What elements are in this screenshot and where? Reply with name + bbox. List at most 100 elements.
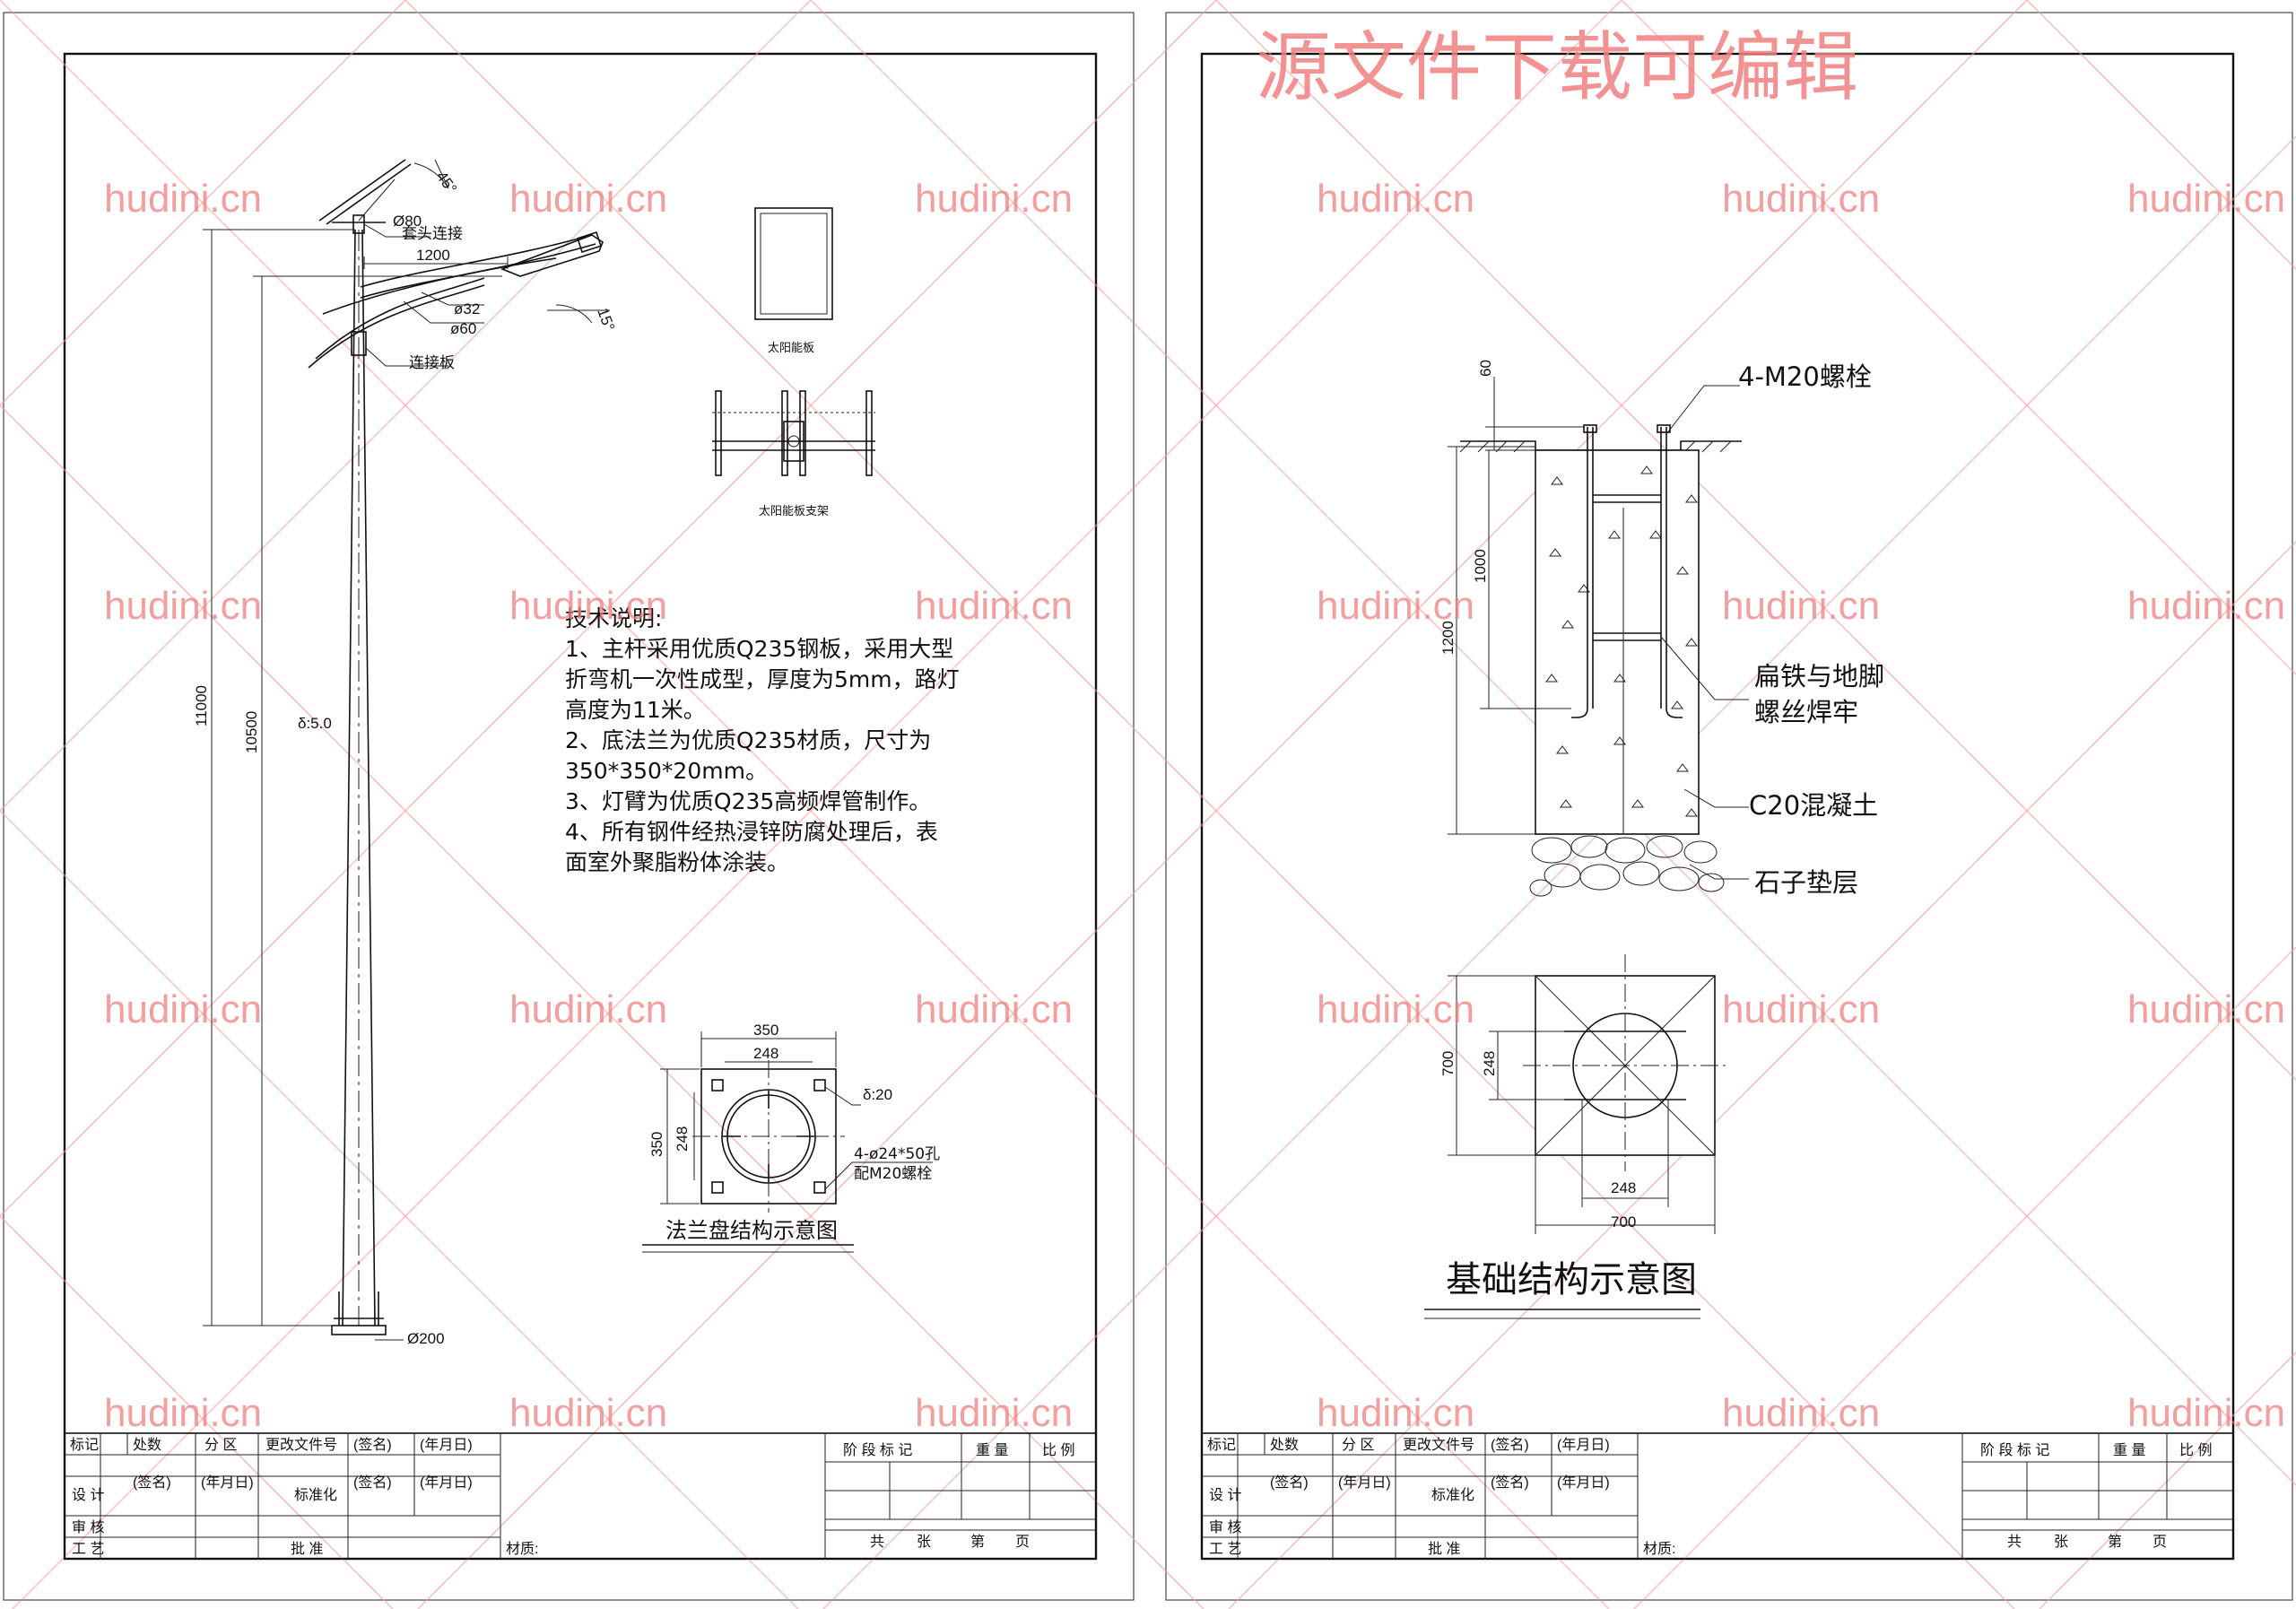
tb-zhang: 张	[2054, 1534, 2068, 1550]
watermark-banner: 源文件下载可编辑	[1256, 23, 1858, 111]
foundation-dim-1200: 1200	[1439, 621, 1457, 655]
tb-di: 第	[970, 1534, 985, 1550]
concrete-speck	[1556, 745, 1569, 754]
tb-qianming-3: (签名)	[353, 1474, 392, 1491]
watermark-site: hudini.cn	[1317, 584, 1474, 628]
tb-caizhi: 材质:	[1643, 1541, 1675, 1557]
foundation-dim-top: 60	[1477, 360, 1494, 377]
watermark-site: hudini.cn	[915, 987, 1073, 1031]
foundation-dim-1000: 1000	[1472, 549, 1489, 583]
tb-sheji: 设 计	[1209, 1487, 1241, 1503]
watermark-line	[417, 0, 2028, 1609]
plan-dim-700h: 700	[1611, 1213, 1636, 1231]
flange-caption: 法兰盘结构示意图	[665, 1218, 838, 1243]
concrete-speck	[1549, 548, 1561, 557]
tech-note-line: 高度为11米。	[565, 697, 706, 723]
watermark-site: hudini.cn	[1722, 987, 1880, 1031]
watermark-site: hudini.cn	[1317, 987, 1474, 1031]
flange-inner-dim-v: 248	[674, 1126, 691, 1152]
arm-length-label: 1200	[416, 247, 450, 264]
tb-nianyueri-3: (年月日)	[1557, 1474, 1610, 1491]
flange-outer-dim-v: 350	[648, 1132, 665, 1157]
watermark-site: hudini.cn	[509, 584, 667, 628]
foundation-caption: 基础结构示意图	[1446, 1259, 1697, 1300]
sheet-frames	[3, 12, 2293, 1601]
tb-ye: 页	[1015, 1535, 1030, 1550]
watermark-line	[0, 0, 1217, 1218]
title-block-left: 标记 处数 分 区 更改文件号 (签名) (年月日) 设 计 (签名) (年月日…	[64, 1432, 1097, 1560]
tb-jieduan: 阶 段 标 记	[1980, 1442, 2049, 1458]
watermark-site: hudini.cn	[1317, 177, 1474, 221]
gravel-layer	[1529, 835, 1725, 897]
height-lamp-label: 10500	[243, 711, 260, 753]
tech-note-line: 1、主杆采用优质Q235钢板，采用大型	[565, 636, 953, 662]
flange-holes: 4-ø24*50孔	[854, 1145, 940, 1163]
tb-gong: 共	[2007, 1534, 2022, 1550]
watermark-line	[0, 404, 1205, 1609]
plan-dim-700v: 700	[1439, 1051, 1457, 1076]
pole-elevation	[308, 159, 610, 1335]
concrete-speck	[1613, 674, 1626, 683]
tb-nianyueri-2: (年月日)	[201, 1474, 254, 1491]
watermark-site: hudini.cn	[104, 584, 262, 628]
tb-nianyueri-3: (年月日)	[420, 1474, 473, 1491]
pole-labels: 45° Ø80 套头连接 1200 ø32 ø60 15° 连接板 11000 …	[193, 168, 618, 1347]
plan-dim-248h: 248	[1611, 1179, 1636, 1196]
plan-dim-248v: 248	[1481, 1051, 1498, 1076]
concrete-label: C20混凝土	[1749, 790, 1878, 821]
flange-inner-dim: 248	[753, 1045, 778, 1062]
tb-qianming-2: (签名)	[1270, 1474, 1309, 1491]
watermark-site: hudini.cn	[2127, 987, 2285, 1031]
tech-note-line: 350*350*20mm。	[565, 758, 768, 784]
thickness-label: δ:5.0	[298, 715, 332, 732]
concrete-speck	[1545, 674, 1558, 683]
watermark-site: hudini.cn	[509, 1391, 667, 1435]
foundation-plan: 700 248 248 700 基础结构示意图	[1424, 954, 1727, 1319]
tb-nianyueri-2: (年月日)	[1338, 1474, 1391, 1491]
concrete-speck	[1608, 530, 1621, 539]
watermark-line	[0, 0, 406, 407]
tb-ye: 页	[2152, 1535, 2167, 1550]
concrete-speck	[1640, 465, 1653, 474]
watermark-line	[1621, 0, 2296, 676]
watermark-line	[0, 1214, 394, 1609]
tech-note-line: 4、所有钢件经热浸锌防腐处理后，表	[565, 819, 938, 845]
watermark-text: 源文件下载可编辑 hudini.cn hudini.cn hudini.cn hudi…	[104, 23, 2285, 1435]
tb-chushu: 处数	[133, 1437, 161, 1453]
watermark-line	[2026, 0, 2296, 271]
panel-bracket-detail: 太阳能板支架	[712, 390, 875, 518]
watermark-site: hudini.cn	[1722, 1391, 1880, 1435]
tb-biaoji: 标记	[1207, 1437, 1236, 1453]
tb-pizhun: 批 准	[291, 1541, 323, 1557]
watermark-line	[12, 0, 1622, 1609]
tb-qianming-2: (签名)	[133, 1474, 171, 1491]
watermark-line	[2039, 1351, 2296, 1609]
watermark-site: hudini.cn	[2127, 177, 2285, 221]
flat-iron-label-2: 螺丝焊牢	[1754, 697, 1858, 727]
watermark-line	[404, 0, 2015, 1609]
tb-gong: 共	[870, 1534, 884, 1550]
tech-note-line: 面室外聚脂粉体涂装。	[565, 849, 789, 875]
concrete-speck	[1613, 736, 1626, 745]
tb-shenhe: 审 核	[1209, 1519, 1241, 1535]
gravel-label: 石子垫层	[1754, 867, 1858, 898]
concrete-speck	[1551, 476, 1563, 485]
concrete-speck	[1631, 799, 1644, 808]
watermark-site: hudini.cn	[1722, 584, 1880, 628]
flange-outer-dim: 350	[753, 1022, 778, 1039]
tb-bili: 比 例	[2179, 1442, 2212, 1458]
tb-nianyueri: (年月日)	[1557, 1437, 1610, 1453]
tb-sheji: 设 计	[72, 1487, 104, 1503]
concrete-speck	[1685, 808, 1698, 817]
concrete-speck	[1685, 638, 1698, 647]
watermark-line	[0, 0, 1610, 1609]
tb-zhang: 张	[917, 1534, 931, 1550]
top-diameter-label: Ø80	[393, 213, 422, 230]
concrete-speck	[1649, 530, 1662, 539]
watermark-site: hudini.cn	[2127, 584, 2285, 628]
arm-large-diameter: ø60	[450, 320, 476, 337]
watermark-line	[0, 0, 812, 813]
watermark-site: hudini.cn	[104, 177, 262, 221]
